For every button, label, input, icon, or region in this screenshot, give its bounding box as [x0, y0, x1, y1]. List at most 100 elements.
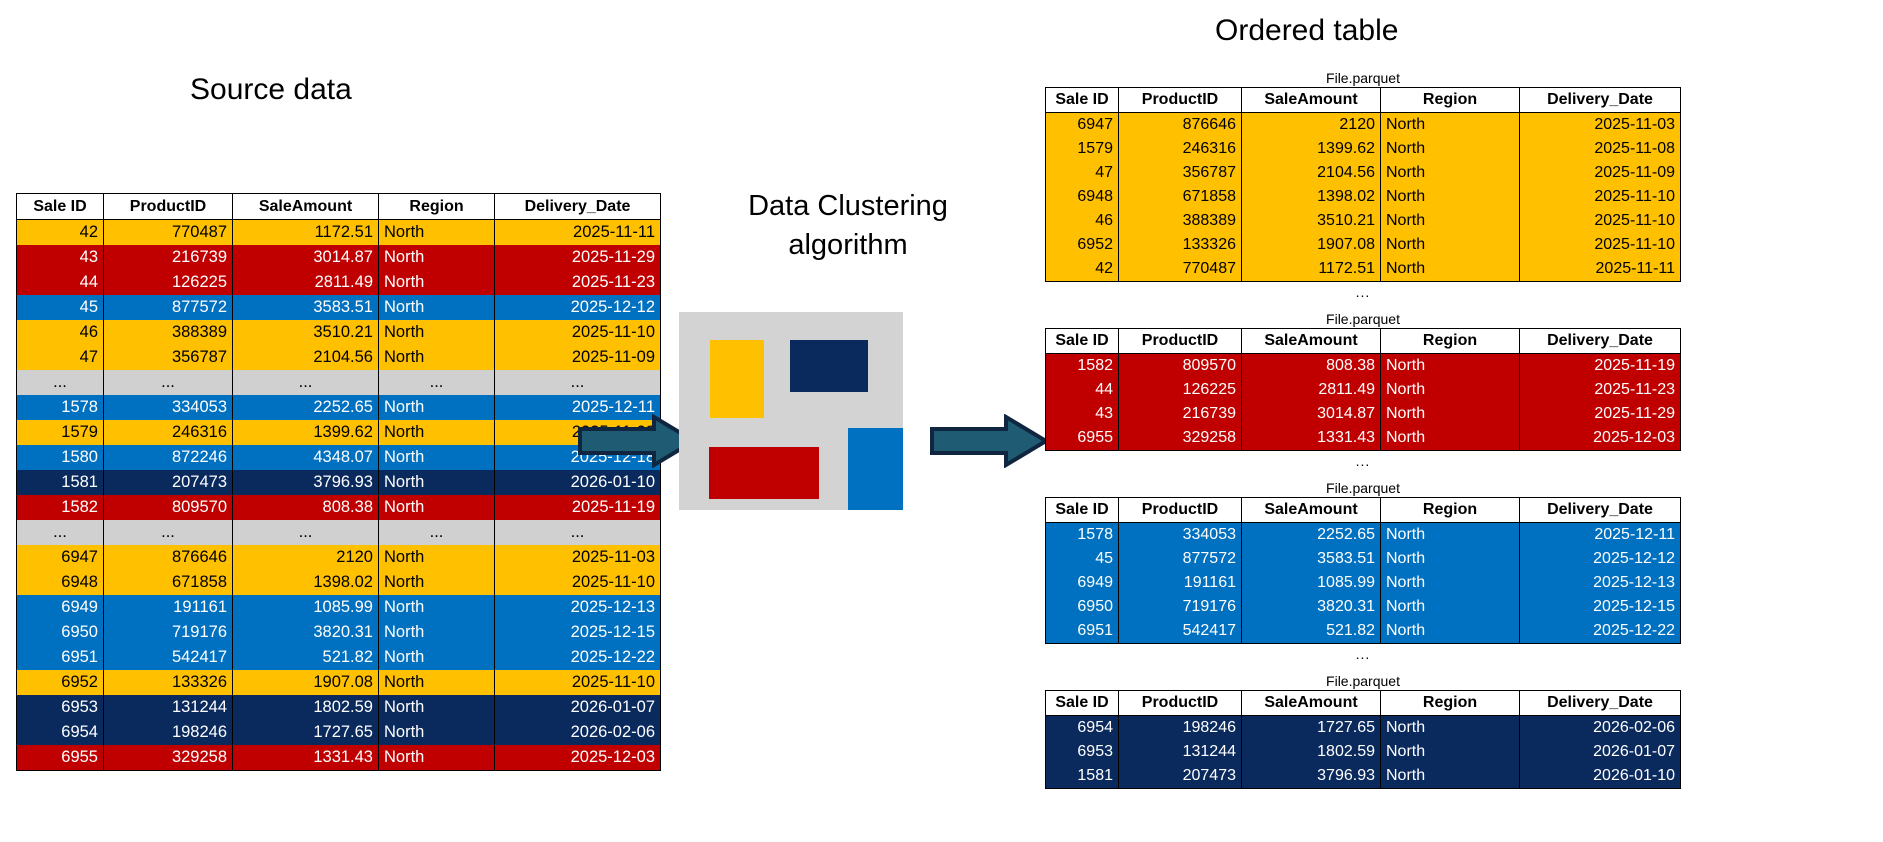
cell-sale_amount: 3796.93 [232, 470, 379, 495]
algorithm-title-line2: algorithm [788, 229, 908, 261]
cell-sale_amount: 521.82 [232, 645, 379, 670]
cell-region: North [378, 695, 495, 720]
column-header-region: Region [378, 193, 495, 220]
cell-region: North [378, 270, 495, 295]
cell-sale_id: ... [16, 520, 104, 545]
cell-product_id: 876646 [103, 545, 233, 570]
cell-sale_amount: 2252.65 [232, 395, 379, 420]
cell-region: North [378, 420, 495, 445]
cell-delivery_date: 2025-12-15 [494, 620, 661, 645]
cell-product_id: 126225 [1118, 378, 1242, 402]
cell-sale_amount: ... [232, 520, 379, 545]
cell-product_id: 671858 [103, 570, 233, 595]
cell-region: North [1380, 185, 1520, 209]
cell-sale_amount: 3014.87 [1241, 402, 1381, 426]
cell-delivery_date: 2025-12-22 [494, 645, 661, 670]
column-header-sale-amount: SaleAmount [1241, 328, 1381, 354]
cell-sale_id: 6954 [1045, 715, 1119, 740]
file-label: File.parquet [1326, 480, 1400, 496]
cell-sale_id: 6947 [16, 545, 104, 570]
cell-region: North [378, 670, 495, 695]
cell-delivery_date: 2025-11-09 [1519, 161, 1681, 185]
cell-product_id: 334053 [1118, 522, 1242, 547]
cell-region: North [378, 470, 495, 495]
cell-delivery_date: 2025-12-13 [494, 595, 661, 620]
column-header-delivery-date: Delivery_Date [1519, 328, 1681, 354]
column-header-delivery-date: Delivery_Date [1519, 87, 1681, 113]
cell-sale_id: 42 [1045, 257, 1119, 282]
cell-region: North [1380, 547, 1520, 571]
cluster-rect-blue [848, 428, 903, 510]
cell-delivery_date: 2025-11-19 [494, 495, 661, 520]
column-header-sale-amount: SaleAmount [1241, 690, 1381, 716]
cell-delivery_date: 2026-01-10 [494, 470, 661, 495]
cell-sale_amount: 1085.99 [232, 595, 379, 620]
cell-region: North [378, 495, 495, 520]
table-row: ............... [16, 370, 661, 395]
cell-sale_amount: 1727.65 [1241, 715, 1381, 740]
column-header-sale-amount: SaleAmount [1241, 497, 1381, 523]
source-data-table: Sale ID ProductID SaleAmount Region Deli… [16, 193, 661, 771]
cell-region: North [378, 345, 495, 370]
cell-product_id: 207473 [103, 470, 233, 495]
cell-sale_amount: 521.82 [1241, 619, 1381, 644]
cell-delivery_date: 2025-11-10 [1519, 185, 1681, 209]
cell-sale_id: 46 [16, 320, 104, 345]
cell-product_id: 216739 [103, 245, 233, 270]
cell-sale_amount: 2811.49 [232, 270, 379, 295]
cell-product_id: 191161 [103, 595, 233, 620]
cell-sale_id: 45 [1045, 547, 1119, 571]
cell-sale_id: 44 [16, 270, 104, 295]
cell-delivery_date: 2025-11-11 [1519, 257, 1681, 282]
cell-sale_amount: 2811.49 [1241, 378, 1381, 402]
cell-region: North [378, 720, 495, 745]
cell-sale_amount: 3510.21 [232, 320, 379, 345]
cluster-rect-navy [790, 340, 868, 392]
cell-product_id: 131244 [1118, 740, 1242, 764]
column-header-delivery-date: Delivery_Date [1519, 690, 1681, 716]
cell-sale_amount: 3583.51 [232, 295, 379, 320]
cell-delivery_date: 2025-12-03 [1519, 426, 1681, 451]
cell-sale_amount: 4348.07 [232, 445, 379, 470]
cell-product_id: 809570 [1118, 353, 1242, 378]
cell-region: North [1380, 764, 1520, 789]
cell-region: North [378, 295, 495, 320]
cell-region: ... [378, 520, 495, 545]
cell-region: North [1380, 715, 1520, 740]
source-data-title: Source data [190, 73, 352, 106]
cell-region: North [378, 745, 495, 771]
cluster-rect-red [709, 447, 819, 499]
cell-delivery_date: 2025-11-10 [494, 320, 661, 345]
cell-product_id: 198246 [103, 720, 233, 745]
cell-sale_amount: 2120 [232, 545, 379, 570]
cell-sale_amount: 1331.43 [232, 745, 379, 771]
cell-delivery_date: 2025-11-29 [1519, 402, 1681, 426]
cell-delivery_date: 2025-12-22 [1519, 619, 1681, 644]
cell-delivery_date: 2025-11-09 [494, 345, 661, 370]
